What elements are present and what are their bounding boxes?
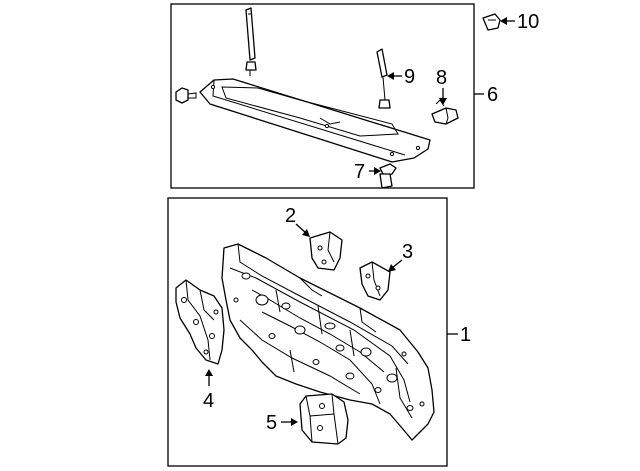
back-panel-part-1 [221, 243, 435, 441]
arrow-5-icon [291, 418, 298, 426]
tray-clip-left [175, 87, 197, 104]
callout-10: 10 [517, 11, 539, 33]
strap-part-9 [376, 48, 391, 109]
clip-part-10 [482, 13, 501, 31]
clip-part-7 [379, 163, 397, 189]
arrow-8-icon [439, 98, 447, 105]
callout-1: 1 [460, 324, 471, 346]
arrow-10-icon [500, 17, 507, 25]
strap-left [245, 7, 257, 76]
package-tray-panel [199, 78, 431, 163]
arrow-2-icon [302, 229, 310, 237]
lower-bracket-part-5 [299, 393, 349, 445]
leader-3 [391, 259, 403, 269]
grommet-part-8 [431, 99, 459, 125]
callout-7: 7 [354, 161, 365, 183]
bracket-part-3 [359, 261, 391, 301]
callout-4: 4 [203, 390, 214, 412]
callout-5: 5 [266, 412, 277, 434]
arrow-9-icon [387, 72, 394, 80]
arrow-7-icon [374, 167, 381, 175]
callout-9: 9 [404, 66, 415, 88]
callout-8: 8 [436, 67, 447, 89]
callout-6: 6 [487, 84, 498, 106]
callout-3: 3 [402, 241, 413, 263]
bracket-part-2 [309, 231, 343, 271]
side-bracket-part-4 [175, 279, 225, 365]
callout-2: 2 [285, 205, 296, 227]
leader-2 [295, 223, 307, 234]
upper-group-box [170, 3, 475, 189]
arrow-3-icon [388, 264, 396, 272]
arrow-4-icon [205, 369, 213, 376]
lower-group-box [167, 197, 448, 467]
